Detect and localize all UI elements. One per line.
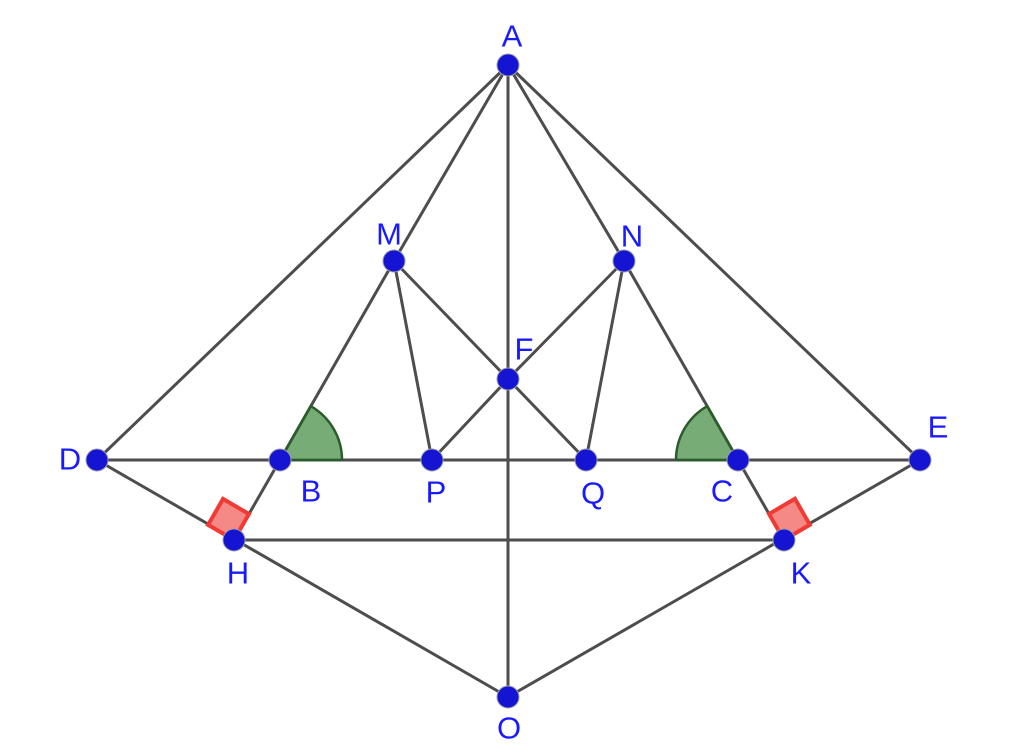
point-label-B: B [300, 473, 322, 509]
point-label-D: D [58, 441, 82, 477]
point-H[interactable] [222, 528, 246, 552]
point-F[interactable] [496, 367, 520, 391]
point-label-P: P [425, 474, 447, 510]
point-label-H: H [226, 555, 250, 591]
point-E[interactable] [908, 448, 932, 472]
segment-F-Q [506, 377, 588, 462]
segment-A-M [392, 63, 510, 263]
point-A[interactable] [496, 53, 520, 77]
point-K[interactable] [772, 528, 796, 552]
angle-C [674, 404, 741, 462]
angle-B [277, 404, 344, 462]
segment-A-N [506, 63, 626, 263]
segment-N-F [506, 259, 626, 381]
point-label-M: M [376, 216, 402, 252]
point-label-K: K [790, 555, 812, 591]
segment-A-D [95, 63, 510, 462]
segment-M-P [392, 259, 434, 462]
point-C[interactable] [726, 448, 750, 472]
point-M[interactable] [382, 249, 406, 273]
point-label-O: O [496, 710, 522, 746]
segment-M-F [392, 259, 510, 381]
segment-E-O [506, 458, 922, 699]
point-B[interactable] [268, 448, 292, 472]
point-label-Q: Q [580, 475, 606, 511]
point-label-E: E [927, 409, 949, 445]
point-O[interactable] [496, 685, 520, 709]
point-P[interactable] [420, 448, 444, 472]
point-label-C: C [710, 473, 734, 509]
segment-F-P [430, 377, 510, 462]
point-label-N: N [620, 218, 644, 254]
point-D[interactable] [85, 448, 109, 472]
segment-D-O [95, 458, 510, 699]
segment-A-E [506, 63, 922, 462]
point-label-F: F [514, 331, 534, 367]
angle-marks-layer [205, 404, 813, 543]
segment-N-Q [584, 259, 626, 462]
vertices-layer [85, 53, 932, 709]
point-label-A: A [501, 18, 523, 54]
point-N[interactable] [612, 249, 636, 273]
point-Q[interactable] [574, 448, 598, 472]
